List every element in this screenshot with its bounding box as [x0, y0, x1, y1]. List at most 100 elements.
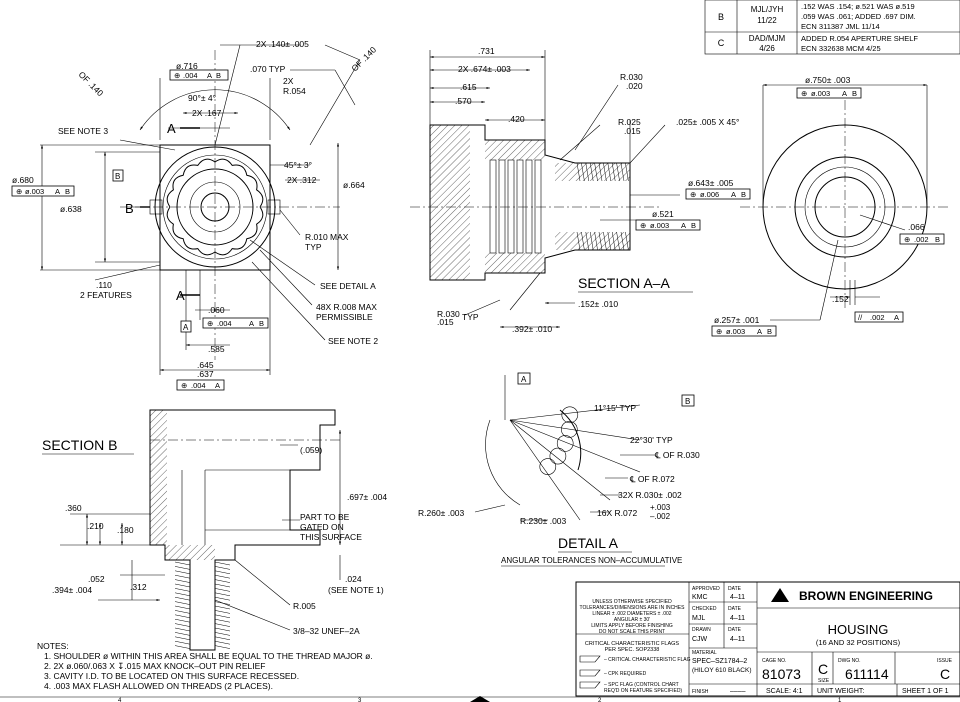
sb-thread-left-10 [174, 605, 191, 610]
label-approved: APPROVED [692, 586, 720, 592]
sb-thread-left-11 [174, 610, 191, 614]
gen-tol-2: TOLERANCES/DIMENSIONS ARE IN INCHES [580, 605, 686, 611]
drawing-number: 611114 [845, 666, 889, 682]
issue-letter: C [940, 666, 950, 682]
sb-thread-right-17 [214, 636, 231, 641]
dim-052: .052 [88, 574, 105, 584]
dim-chamfer: .025± .005 X 45° [676, 117, 739, 127]
crit-flags-1: CRITICAL CHARACTERISTIC FLAGS [585, 641, 680, 647]
center-mark [470, 696, 490, 702]
detail-datum-a: A [521, 375, 527, 384]
section-a-a-threads [576, 162, 629, 251]
dim-180: .180 [117, 525, 134, 535]
sb-thread-right-18 [214, 640, 231, 645]
tooth-0 [489, 159, 497, 254]
tooth-4 [525, 159, 533, 254]
parallel-symbol: // [858, 313, 863, 322]
detail-scallop-0 [561, 406, 579, 424]
fcf-parallel-tol: .002 [870, 313, 885, 322]
fcf-521-datum-b: B [691, 221, 696, 230]
dim-d521: ø.521 [652, 209, 674, 219]
rev-c-desc-1: ADDED R.054 APERTURE SHELF [801, 34, 918, 43]
section-a-a-teeth [489, 159, 542, 254]
approved-by: KMC [692, 594, 708, 601]
fcf-645-tol: .004 [191, 381, 206, 390]
thread-tick-bottom-9 [616, 231, 620, 251]
dim-r030: R.030 [620, 72, 643, 82]
thread-tick-top-0 [576, 162, 581, 182]
rev-b-desc-1: .152 WAS .154; ø.521 WAS ø.519 [801, 2, 915, 11]
dim-d680: ø.680 [12, 175, 34, 185]
fcf-066-datum-b: B [935, 235, 940, 244]
dim-side-152: .152 [832, 294, 849, 304]
fcf-060-datum-a: A [249, 319, 254, 328]
dim-of-140-left: OF .140 [77, 69, 106, 98]
fcf-521-datum-a: A [681, 221, 686, 230]
thread-tick-top-8 [611, 162, 616, 182]
sb-thread-left-8 [174, 596, 191, 601]
thread-tick-bottom-10 [620, 231, 625, 251]
thread-tick-top-11 [625, 162, 629, 182]
dim-d750: ø.750± .003 [805, 75, 851, 85]
fcf-257-datum-b: B [767, 327, 772, 336]
flag-spc: – SPC FLAG (CONTROL CHART [604, 682, 679, 688]
fcf-716-symbol: ⊕ [174, 71, 180, 80]
section-a-a-title: SECTION A–A [578, 275, 670, 291]
dim-r025: R.025 [618, 117, 641, 127]
flag-critical: – CRITICAL CHARACTERISTIC FLAG [604, 657, 691, 663]
sb-thread-left-5 [174, 583, 191, 588]
dim-210: .210 [87, 521, 104, 531]
fcf-645-symbol: ⊕ [181, 381, 187, 390]
notes-heading: NOTES: [37, 641, 69, 651]
sb-thread-left-9 [174, 601, 191, 605]
fcf-257-datum-a: A [757, 327, 762, 336]
sb-thread-left-6 [174, 588, 191, 592]
thread-tick-bottom-11 [625, 231, 629, 251]
fcf-060-datum-b: B [259, 319, 264, 328]
fcf-716-datum-a: A [207, 71, 212, 80]
gen-tol-3: LINEAR ± .002 DIAMETERS ± .002 [592, 611, 671, 617]
rev-b-letter: B [718, 12, 724, 22]
dim-731: .731 [478, 46, 495, 56]
note-3: 3. CAVITY I.D. TO BE LOCATED ON THIS SUR… [44, 671, 299, 681]
dim-r010: R.010 MAX [305, 232, 349, 242]
scalloped-cavity-ring [166, 158, 264, 256]
thread-tick-top-3 [589, 162, 594, 182]
thread-tick-top-9 [616, 162, 620, 182]
sb-thread-left-19 [174, 645, 191, 649]
dim-697: .697± .004 [347, 492, 387, 502]
dim-360: .360 [65, 503, 82, 513]
fcf-680-tol: ø.003 [25, 187, 44, 196]
detail-a-scallops [539, 406, 579, 475]
sb-thread-left-3 [174, 574, 191, 579]
dim-059: (.059) [300, 445, 322, 455]
fcf-750-tol: ø.003 [811, 89, 830, 98]
fcf-716-tol: .004 [183, 71, 198, 80]
sb-thread-right-7 [214, 592, 231, 597]
dim-d643: ø.643± .005 [688, 178, 734, 188]
dim-2x-140: 2X .140± .005 [256, 39, 309, 49]
dim-r010-typ: TYP [305, 242, 322, 252]
checked-by: MJL [692, 615, 705, 622]
cage-number: 81073 [762, 666, 801, 682]
sb-thread-left-4 [174, 579, 191, 583]
section-b-threads [174, 561, 231, 649]
section-b-marker: B [125, 201, 134, 216]
fcf-257-tol: ø.003 [726, 327, 745, 336]
dim-d716: ø.716 [176, 61, 198, 71]
dim-2x-label: 2X [283, 76, 294, 86]
sb-thread-left-16 [174, 632, 191, 636]
drawing-subtitle: (16 AND 32 POSITIONS) [816, 638, 901, 647]
thread-tick-bottom-5 [598, 231, 603, 251]
dim-45-deg: 45°± 3° [284, 160, 312, 170]
gen-tol-5: LIMITS APPLY BEFORE FINISHING [591, 623, 673, 629]
dim-d638: ø.638 [60, 204, 82, 214]
sheet-number: SHEET 1 OF 1 [902, 688, 949, 695]
dim-110: .110 [96, 280, 112, 290]
tol-minus: –.002 [650, 512, 671, 521]
dim-rb-typ: TYP [462, 312, 479, 322]
dim-d664: ø.664 [343, 180, 365, 190]
thread-tick-top-7 [607, 162, 612, 182]
sb-thread-right-6 [214, 588, 231, 592]
